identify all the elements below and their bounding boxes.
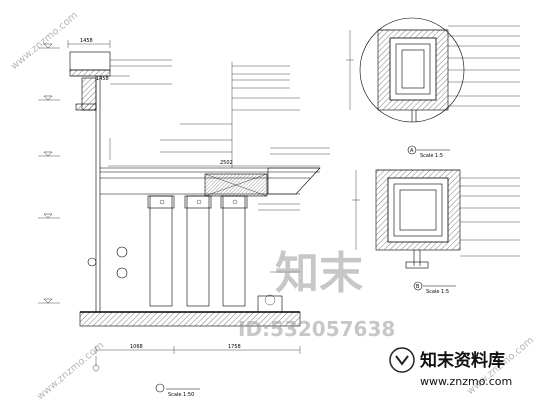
section-scale: Scale 1:50	[168, 392, 194, 398]
dim-mid: 2502	[220, 160, 233, 166]
dim-bottom-right: 1758	[228, 344, 241, 350]
column-2	[186, 195, 210, 307]
detail-b: B Scale 1:5	[352, 169, 520, 295]
level-markers	[38, 43, 60, 304]
section-title: Scale 1:50	[155, 383, 200, 398]
canopy-beam: 2502	[100, 160, 321, 197]
tag-b: B	[416, 284, 420, 290]
detail-b-scale: Scale 1:5	[426, 289, 449, 295]
detail-a-scale: Scale 1:5	[420, 153, 443, 159]
bottom-dimensions: 1068 1758	[92, 344, 301, 372]
dim-bottom-left: 1068	[130, 344, 143, 350]
logo-url: www.znzmo.com	[420, 375, 512, 388]
logo-text: 知末资料库	[419, 350, 505, 371]
watermark-brand-large: 知末	[275, 248, 363, 299]
annotations	[109, 59, 330, 273]
dim-top: 1458	[80, 38, 93, 44]
watermark-side-url: www.znzmo.com	[9, 10, 80, 72]
column-3	[222, 195, 246, 307]
section-marker-1	[116, 246, 128, 258]
section-marker-2	[116, 267, 128, 279]
svg-text:www.znzmo.com: www.znzmo.com	[35, 340, 106, 402]
ground-slab	[79, 294, 301, 327]
tag-a: A	[410, 148, 414, 154]
logo-mark	[389, 347, 415, 373]
column-1	[149, 195, 173, 307]
brand-logo: 知末资料库 www.znzmo.com	[389, 347, 512, 388]
dim-top-2: 1458	[96, 76, 109, 82]
columns	[147, 195, 248, 307]
main-section: 1458 1458 2502	[38, 38, 330, 398]
watermark-id: ID:532057638	[238, 317, 395, 341]
detail-a: A Scale 1:5	[346, 17, 520, 159]
